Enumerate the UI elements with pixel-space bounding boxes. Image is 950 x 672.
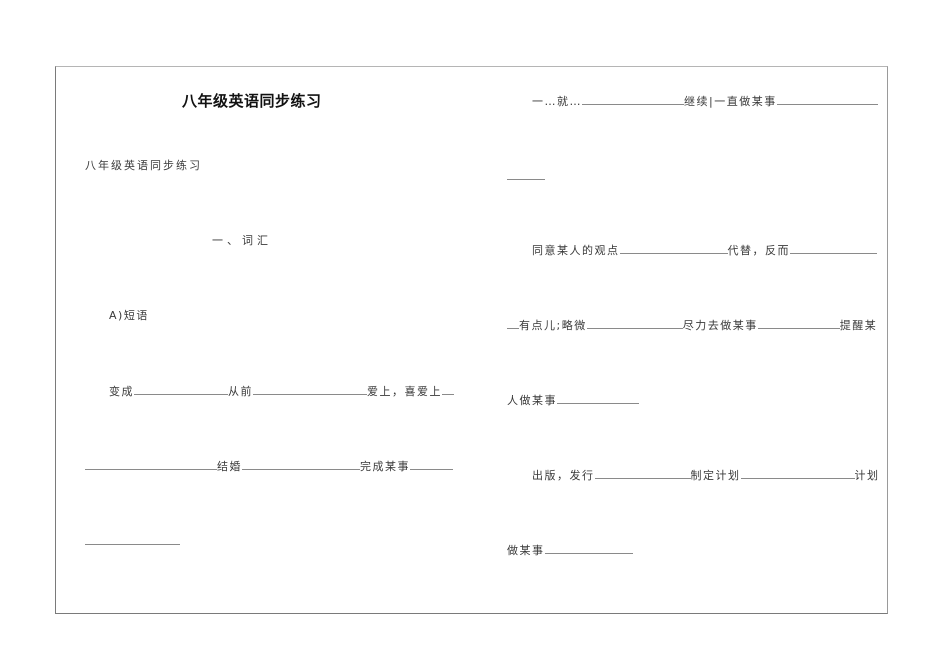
- answer-blank[interactable]: [544, 543, 633, 554]
- phrase-label: 做某事: [507, 544, 545, 557]
- phrase-label: 人做某事: [507, 394, 557, 407]
- phrase-row-3: 一…就… 继续|一直做某事: [532, 94, 878, 109]
- answer-blank[interactable]: [586, 318, 683, 329]
- section-heading-vocabulary: 一、词汇: [212, 234, 272, 247]
- phrase-label: 从前: [228, 385, 253, 398]
- phrase-label: 变成: [109, 385, 134, 398]
- answer-blank[interactable]: [507, 169, 545, 180]
- phrase-label: 结婚: [217, 460, 242, 473]
- answer-blank[interactable]: [740, 468, 855, 479]
- phrase-label: 尽力去做某事: [682, 319, 758, 332]
- phrase-label: 代替，反而: [727, 244, 790, 257]
- phrase-row-6: 出版，发行 制定计划 计划: [532, 468, 880, 483]
- answer-blank[interactable]: [776, 94, 878, 105]
- phrase-label: 一…就…: [532, 95, 582, 108]
- answer-blank[interactable]: [507, 318, 519, 329]
- phrase-label: 有点儿;略微: [519, 319, 587, 332]
- phrase-row-2-continued: [85, 534, 180, 549]
- phrase-row-2: 结婚 完成某事: [85, 459, 453, 474]
- phrase-label: 计划: [854, 469, 880, 482]
- answer-blank[interactable]: [442, 384, 454, 395]
- answer-blank[interactable]: [582, 94, 684, 105]
- answer-blank[interactable]: [85, 534, 180, 545]
- answer-blank[interactable]: [85, 459, 217, 470]
- phrase-row-3-continued: [507, 169, 545, 184]
- answer-blank[interactable]: [557, 393, 639, 404]
- answer-blank[interactable]: [594, 468, 691, 479]
- answer-blank[interactable]: [410, 459, 453, 470]
- answer-blank[interactable]: [242, 459, 360, 470]
- document-title: 八年级英语同步练习: [182, 92, 322, 110]
- phrase-row-6-continued: 做某事: [507, 543, 633, 558]
- answer-blank[interactable]: [619, 243, 728, 254]
- phrase-label: 完成某事: [360, 460, 410, 473]
- answer-blank[interactable]: [134, 384, 228, 395]
- phrase-label: 爱上，喜爱上: [367, 385, 442, 398]
- phrase-label: 制定计划: [690, 469, 741, 482]
- phrase-row-5-continued: 人做某事: [507, 393, 639, 408]
- document-subtitle: 八年级英语同步练习: [85, 159, 202, 172]
- answer-blank[interactable]: [253, 384, 367, 395]
- phrase-label: 同意某人的观点: [532, 244, 620, 257]
- phrase-label: 继续|一直做某事: [684, 95, 777, 108]
- phrase-row-1: 变成 从前 爱上，喜爱上: [109, 384, 454, 399]
- answer-blank[interactable]: [757, 318, 840, 329]
- phrase-label: 出版，发行: [532, 469, 595, 482]
- document-page-frame: [55, 66, 888, 614]
- answer-blank[interactable]: [790, 243, 877, 254]
- subsection-heading-phrases: A)短语: [109, 309, 149, 322]
- phrase-label: 提醒某: [839, 319, 878, 332]
- phrase-row-4: 同意某人的观点 代替，反而: [532, 243, 877, 258]
- phrase-row-5: 有点儿;略微 尽力去做某事 提醒某: [507, 318, 877, 333]
